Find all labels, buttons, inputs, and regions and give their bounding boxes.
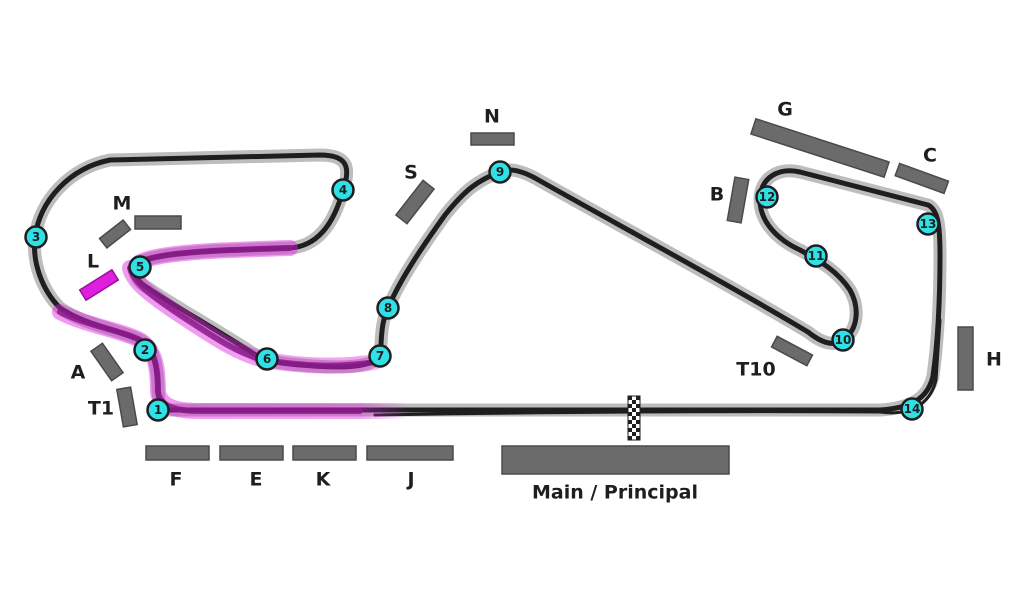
label-a: A <box>71 362 86 384</box>
checkered-flag-icon <box>627 395 641 441</box>
turn-marker-2[interactable]: 2 <box>133 338 157 362</box>
turn-marker-4[interactable]: 4 <box>331 178 355 202</box>
turn-marker-13[interactable]: 13 <box>916 212 940 236</box>
grandstand-k[interactable] <box>292 445 357 461</box>
turn-number: 8 <box>384 301 392 315</box>
turn-number: 7 <box>376 349 384 363</box>
grandstand-s[interactable] <box>394 179 436 225</box>
turn-number: 1 <box>154 403 162 417</box>
label-main: Main / Principal <box>532 482 698 504</box>
label-g: G <box>777 99 793 121</box>
highlighted-sector <box>52 240 418 419</box>
label-n: N <box>484 106 500 128</box>
turn-number: 6 <box>263 352 271 366</box>
turn-number: 3 <box>32 230 40 244</box>
label-k: K <box>316 469 332 491</box>
turn-marker-7[interactable]: 7 <box>368 344 392 368</box>
turn-marker-14[interactable]: 14 <box>900 397 924 421</box>
grandstand-t10[interactable] <box>770 335 814 367</box>
turn-marker-10[interactable]: 10 <box>831 328 855 352</box>
turn-marker-1[interactable]: 1 <box>146 398 170 422</box>
label-s: S <box>404 162 418 184</box>
grandstand-j[interactable] <box>366 445 454 461</box>
turn-marker-8[interactable]: 8 <box>376 296 400 320</box>
grandstand-labels: N S M L A T1 G B C H T10 F E K J Main / … <box>71 99 1002 504</box>
turn-number: 12 <box>759 190 776 204</box>
grandstand-t1[interactable] <box>115 386 139 428</box>
grandstand-m[interactable] <box>134 215 182 230</box>
label-t10: T10 <box>736 359 775 381</box>
grandstand-main[interactable] <box>501 445 730 475</box>
turn-number: 2 <box>141 343 149 357</box>
grandstand-b[interactable] <box>726 176 750 224</box>
turn-number: 9 <box>496 165 504 179</box>
turn-number: 11 <box>808 249 825 263</box>
label-h: H <box>986 349 1002 371</box>
turn-marker-3[interactable]: 3 <box>24 225 48 249</box>
turn-marker-9[interactable]: 9 <box>488 160 512 184</box>
turn-number: 5 <box>136 260 144 274</box>
turn-marker-11[interactable]: 11 <box>804 244 828 268</box>
turn-number: 14 <box>904 402 921 416</box>
label-t1: T1 <box>88 398 114 420</box>
grandstand-f[interactable] <box>145 445 210 461</box>
grandstand-e[interactable] <box>219 445 284 461</box>
label-f: F <box>170 469 183 491</box>
label-m: M <box>113 193 132 215</box>
turn-number: 13 <box>920 217 937 231</box>
grandstand-m2[interactable] <box>98 218 132 250</box>
grandstand-a[interactable] <box>89 342 125 382</box>
grandstand-l[interactable] <box>78 268 120 302</box>
label-c: C <box>923 145 937 167</box>
label-l: L <box>87 251 99 273</box>
grandstand-n[interactable] <box>470 132 515 146</box>
turn-marker-12[interactable]: 12 <box>755 185 779 209</box>
turn-marker-6[interactable]: 6 <box>255 347 279 371</box>
track <box>27 148 947 417</box>
turn-markers: 1 2 3 4 5 6 7 8 9 10 11 12 13 14 <box>24 160 940 422</box>
grandstands <box>78 117 974 475</box>
label-b: B <box>710 184 724 206</box>
grandstand-c[interactable] <box>894 162 950 195</box>
turn-number: 10 <box>835 333 852 347</box>
grandstand-g[interactable] <box>750 117 890 179</box>
turn-marker-5[interactable]: 5 <box>128 255 152 279</box>
turn-number: 4 <box>339 183 347 197</box>
grandstand-h[interactable] <box>957 326 974 391</box>
label-j: J <box>405 469 414 491</box>
label-e: E <box>250 469 263 491</box>
